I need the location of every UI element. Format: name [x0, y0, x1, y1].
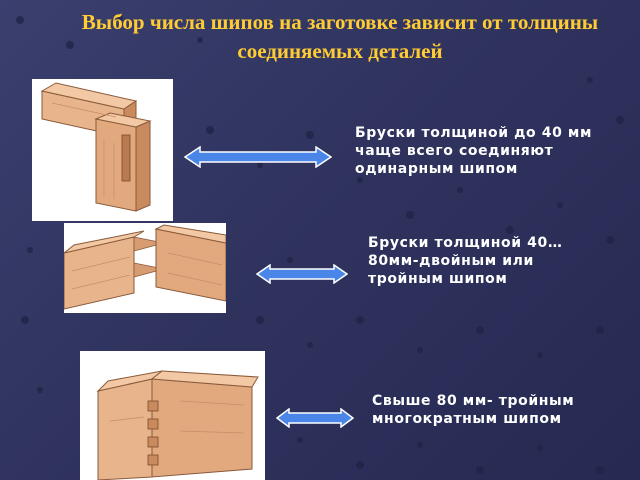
single-tenon-joint-image — [32, 79, 173, 221]
multiple-tenon-drawing — [96, 370, 259, 480]
double-arrow-icon — [184, 146, 332, 168]
slide-title: Выбор числа шипов на заготовке зависит о… — [81, 10, 599, 63]
double-arrow-icon — [276, 408, 354, 428]
double-tenon-drawing — [64, 224, 226, 310]
single-tenon-drawing — [40, 82, 152, 212]
caption-single-tenon: Бруски толщиной до 40 мм чаще всего соед… — [355, 125, 592, 177]
caption-multiple-tenon: Свыше 80 мм- тройным многократным шипом — [372, 393, 575, 427]
double-tenon-joint-image — [64, 223, 226, 313]
multiple-tenon-joint-image — [80, 351, 265, 480]
double-arrow-icon — [256, 264, 348, 284]
caption-double-tenon: Бруски толщиной 40…80мм-двойным или трой… — [368, 235, 563, 287]
